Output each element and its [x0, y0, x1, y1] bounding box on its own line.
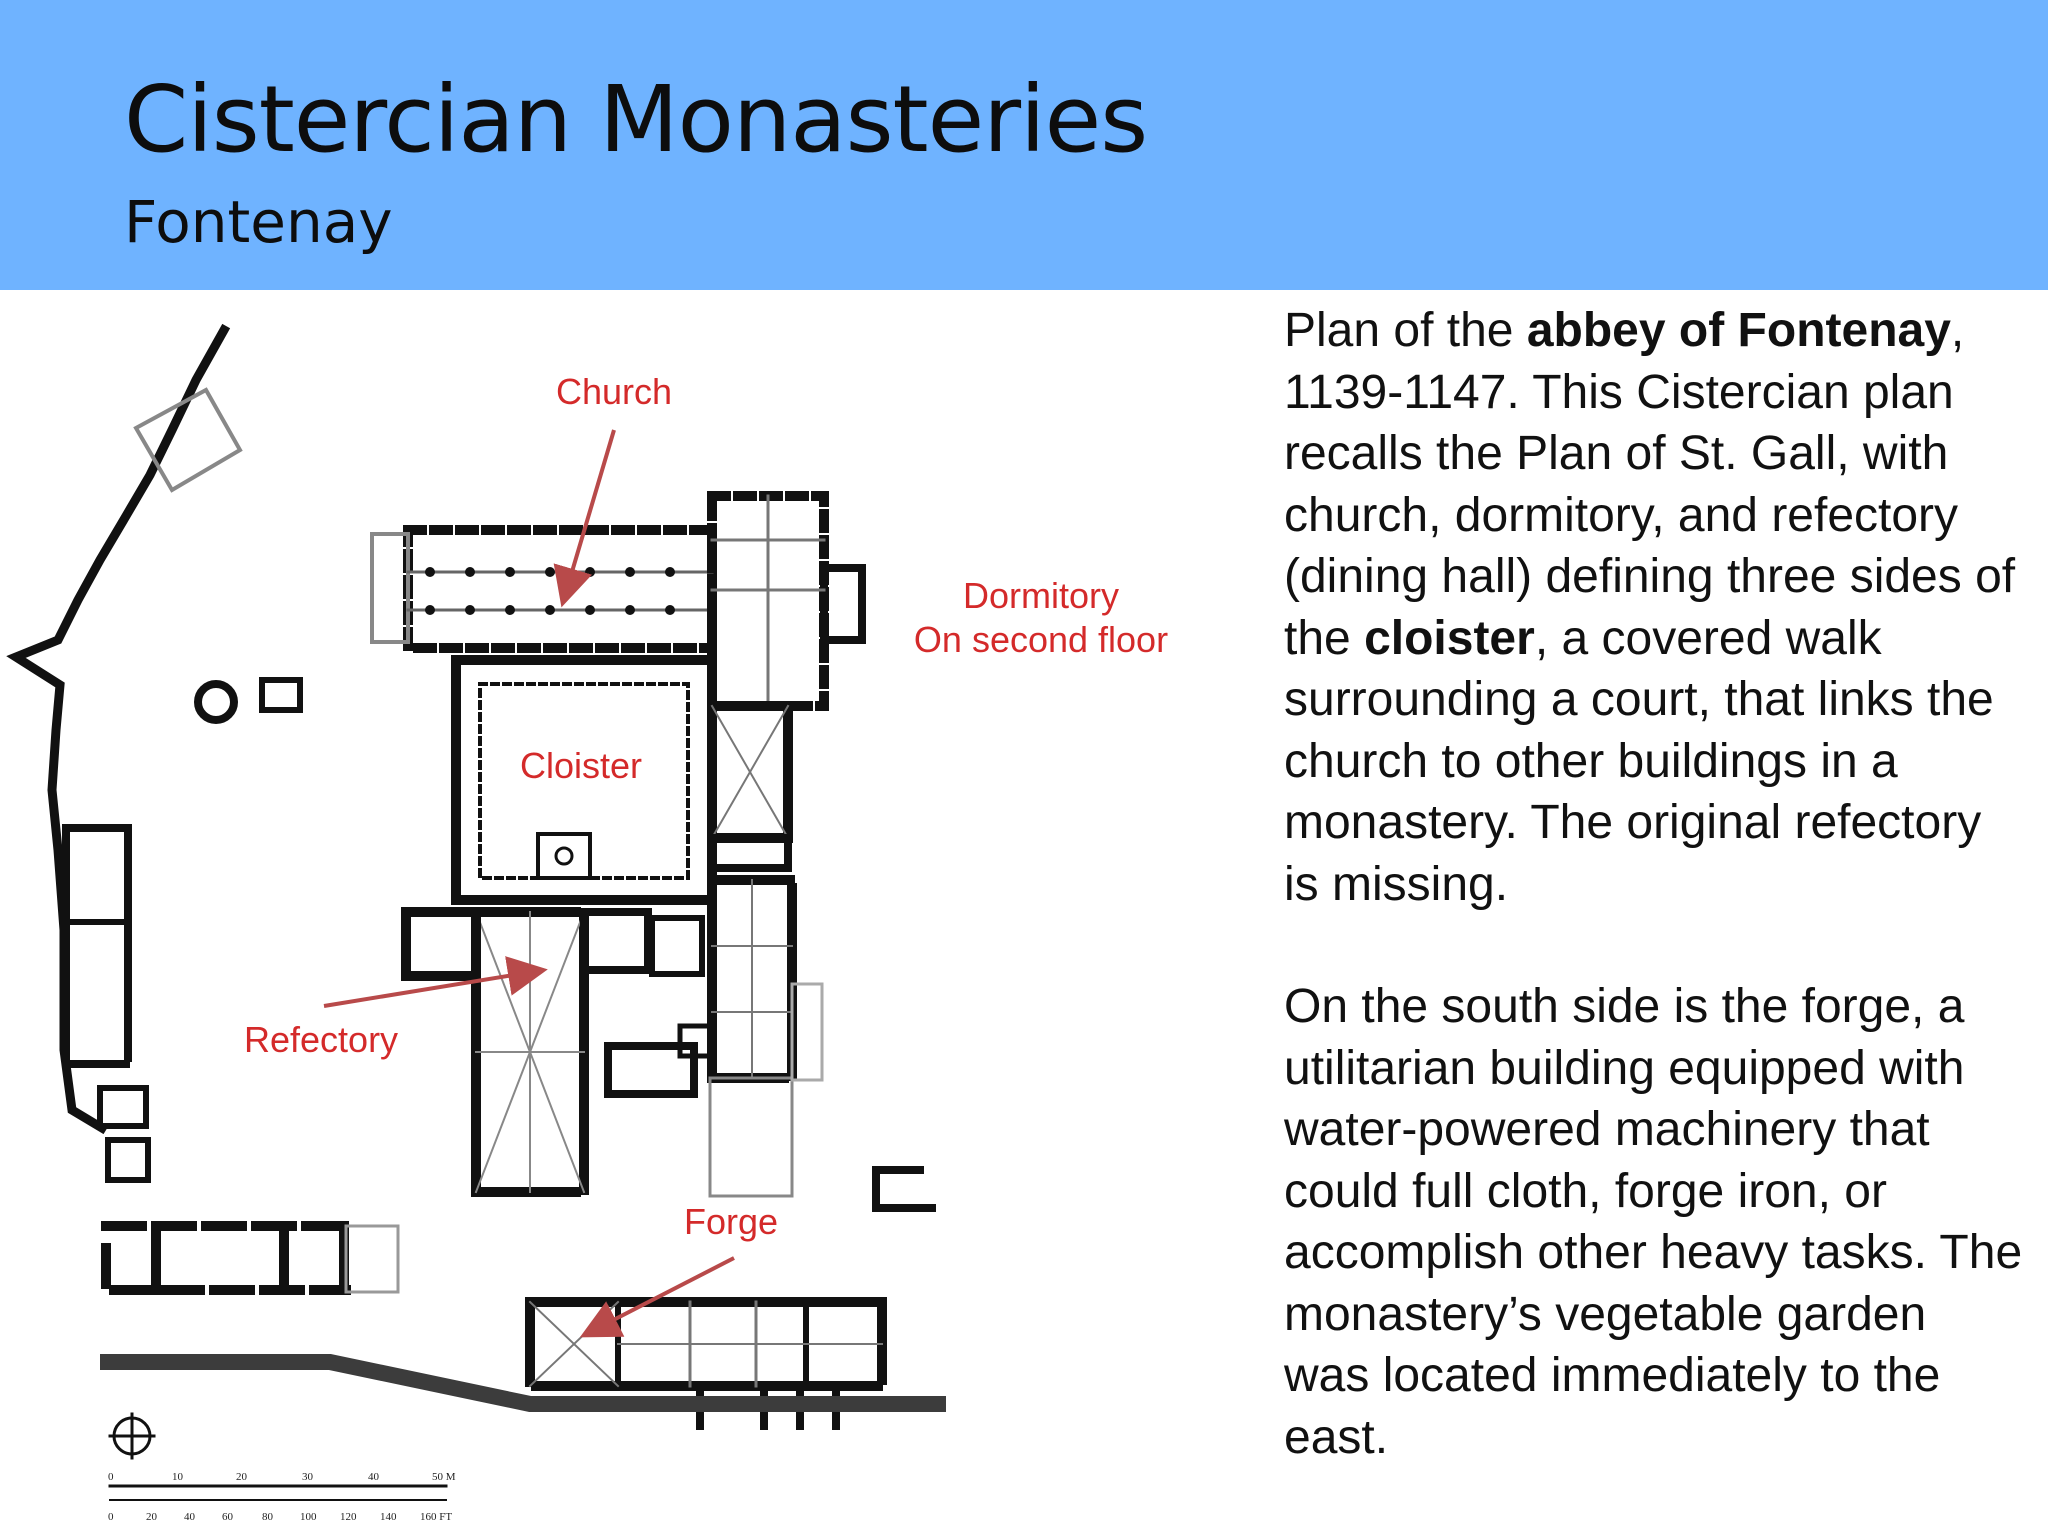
label-dormitory-line1: Dormitory	[962, 575, 1119, 616]
label-dormitory: Dormitory On second floor	[910, 574, 1172, 662]
slide-subtitle: Fontenay	[124, 188, 393, 256]
church-nave	[403, 525, 717, 653]
gatehouse-outline	[133, 387, 243, 493]
west-lodging	[62, 824, 132, 1068]
cloister-fountain	[536, 832, 592, 880]
scale-m-40: 40	[368, 1471, 380, 1483]
dovecote	[194, 680, 238, 724]
scale-ft-140: 140	[380, 1511, 397, 1523]
abbey-plan: 0 10 20 30 40 50 M 0 20 40 60 80 100 120…	[0, 290, 1230, 1536]
description-paragraph-1: Plan of the abbey of Fontenay, 1139-1147…	[1284, 300, 2024, 915]
label-church: Church	[556, 371, 673, 412]
scale-ft-160: 160 FT	[420, 1511, 452, 1523]
scale-ft-120: 120	[340, 1511, 357, 1523]
scale-labels: 0 10 20 30 40 50 M 0 20 40 60 80 100 120…	[108, 1471, 456, 1523]
p1-bold-cloister: cloister	[1364, 611, 1535, 665]
p1-text-1: Plan of the	[1284, 304, 1527, 357]
refectory-arrow	[323, 956, 548, 1008]
p1-text-3: , a covered walk surrounding a court, th…	[1284, 611, 1994, 911]
scale-m-10: 10	[172, 1471, 184, 1483]
scale-m-50: 50 M	[432, 1471, 456, 1483]
description-paragraph-2: On the south side is the forge, a utilit…	[1284, 980, 2023, 1464]
label-forge: Forge	[684, 1201, 779, 1242]
stables-row	[101, 1221, 351, 1295]
scale-m-0: 0	[108, 1471, 114, 1483]
label-dormitory-line2: On second floor	[913, 619, 1169, 660]
small-house	[259, 677, 303, 713]
p1-bold-abbey: abbey of Fontenay	[1526, 304, 1951, 357]
slide-title: Cistercian Monasteries	[124, 66, 1148, 173]
label-refectory: Refectory	[244, 1019, 399, 1060]
p1-text-2: , 1139-1147. This Cistercian plan recall…	[1284, 304, 2016, 665]
forge-arrow	[579, 1256, 735, 1338]
mill-stream	[100, 1354, 946, 1412]
nave-columns	[425, 567, 675, 615]
abbey-plan-drawing: 0 10 20 30 40 50 M 0 20 40 60 80 100 120…	[6, 323, 946, 1523]
scale-ft-60: 60	[222, 1511, 234, 1523]
small-east-building	[872, 1166, 936, 1212]
description-text: Plan of the abbey of Fontenay, 1139-1147…	[1284, 300, 2024, 1468]
scale-ft-20: 20	[146, 1511, 158, 1523]
slide-header: Cistercian Monasteries Fontenay	[0, 0, 2048, 290]
scale-ft-0: 0	[108, 1511, 114, 1523]
label-cloister: Cloister	[520, 745, 643, 786]
scale-ft-100: 100	[300, 1511, 317, 1523]
precinct-wall	[6, 323, 231, 1135]
church-arrow	[553, 429, 616, 608]
scale-ft-40: 40	[184, 1511, 196, 1523]
scale-m-30: 30	[302, 1471, 314, 1483]
scale-ft-80: 80	[262, 1511, 274, 1523]
scale-m-20: 20	[236, 1471, 248, 1483]
